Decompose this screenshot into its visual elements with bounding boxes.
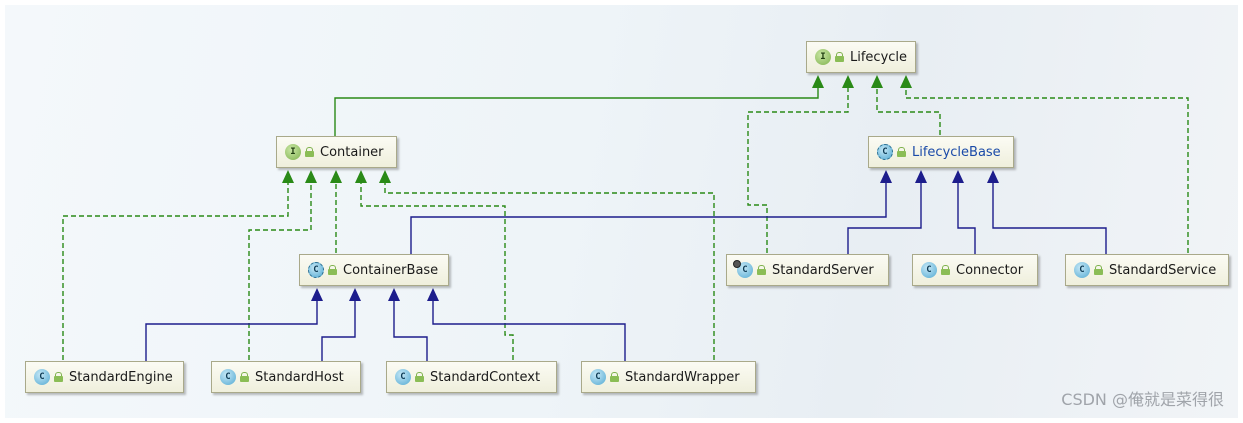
node-container-base[interactable]: C ContainerBase <box>299 254 449 286</box>
abstract-class-icon: C <box>308 262 324 278</box>
class-icon: C <box>34 369 50 385</box>
node-connector[interactable]: C Connector <box>912 254 1038 286</box>
edge-engine-containerbase <box>145 300 318 368</box>
arrowhead-engine-containerbase <box>311 288 323 301</box>
node-standard-service[interactable]: C StandardService <box>1065 254 1229 286</box>
arrowhead-wrapper-container <box>379 170 391 183</box>
node-label: Lifecycle <box>850 49 908 65</box>
edge-host-containerbase <box>321 300 356 368</box>
interface-icon: I <box>815 49 831 65</box>
node-label: Connector <box>956 262 1024 278</box>
connector-layer <box>62 75 1189 368</box>
arrowhead-containerbase-lifecyclebase <box>880 170 892 183</box>
arrowhead-service-lifecyclebase <box>987 170 999 183</box>
node-label: StandardServer <box>772 262 874 278</box>
lock-icon <box>757 265 766 275</box>
arrowhead-host-container <box>305 170 317 183</box>
node-lifecycle[interactable]: I Lifecycle <box>806 41 916 73</box>
edge-connector-lifecyclebase <box>957 182 976 261</box>
edge-lifecyclebase-lifecycle <box>876 87 941 143</box>
abstract-class-icon: C <box>877 144 893 160</box>
arrowhead-lifecyclebase-lifecycle <box>871 75 883 88</box>
node-label: StandardService <box>1109 262 1217 278</box>
arrowhead-container-lifecycle <box>812 75 824 88</box>
node-standard-host[interactable]: C StandardHost <box>211 361 361 393</box>
arrowhead-wrapper-containerbase <box>427 288 439 301</box>
edge-server-lifecyclebase <box>847 182 922 261</box>
lock-icon <box>941 265 950 275</box>
node-standard-wrapper[interactable]: C StandardWrapper <box>581 361 756 393</box>
lock-icon <box>240 372 249 382</box>
node-standard-engine[interactable]: C StandardEngine <box>25 361 184 393</box>
class-icon: C <box>590 369 606 385</box>
watermark: CSDN @俺就是菜得很 <box>1061 390 1224 409</box>
edge-wrapper-containerbase <box>432 300 626 368</box>
edge-context-container <box>360 182 514 368</box>
arrowhead-context-containerbase <box>388 288 400 301</box>
arrowhead-service-lifecycle <box>900 75 912 88</box>
node-standard-context[interactable]: C StandardContext <box>386 361 557 393</box>
class-icon: C <box>220 369 236 385</box>
lock-icon <box>1094 265 1103 275</box>
class-icon: C <box>1074 262 1090 278</box>
node-lifecycle-base[interactable]: C LifecycleBase <box>868 136 1014 168</box>
interface-icon: I <box>285 144 301 160</box>
arrowhead-server-lifecycle <box>842 75 854 88</box>
arrowhead-connector-lifecyclebase <box>952 170 964 183</box>
pin-icon <box>733 260 741 268</box>
node-label: StandardHost <box>255 369 344 385</box>
arrowhead-host-containerbase <box>349 288 361 301</box>
node-label: ContainerBase <box>343 262 439 278</box>
node-label: StandardEngine <box>69 369 173 385</box>
class-icon: C <box>395 369 411 385</box>
edge-engine-container <box>62 182 289 368</box>
class-icon: C <box>737 262 753 278</box>
node-container[interactable]: I Container <box>276 136 397 168</box>
lock-icon <box>415 372 424 382</box>
arrowhead-engine-container <box>282 170 294 183</box>
node-standard-server[interactable]: C StandardServer <box>726 254 889 286</box>
edge-context-containerbase <box>393 300 428 368</box>
arrowhead-containerbase-container <box>330 170 342 183</box>
lock-icon <box>610 372 619 382</box>
node-label: Container <box>320 144 384 160</box>
arrowhead-context-container <box>355 170 367 183</box>
arrowhead-server-lifecyclebase <box>915 170 927 183</box>
diagram-canvas: I Lifecycle I Container C LifecycleBase … <box>5 5 1238 418</box>
lock-icon <box>328 265 337 275</box>
lock-icon <box>305 147 314 157</box>
edge-wrapper-container <box>384 182 715 368</box>
edge-containerbase-lifecyclebase <box>410 182 887 261</box>
node-label: StandardContext <box>430 369 541 385</box>
lock-icon <box>835 52 844 62</box>
edge-host-container <box>248 182 312 368</box>
edge-server-lifecycle <box>747 87 849 261</box>
node-label: StandardWrapper <box>625 369 740 385</box>
lock-icon <box>54 372 63 382</box>
node-label: LifecycleBase <box>912 144 1001 160</box>
edge-service-lifecyclebase <box>992 182 1107 261</box>
edge-service-lifecycle <box>905 87 1189 261</box>
lock-icon <box>897 147 906 157</box>
edge-container-lifecycle <box>334 87 819 143</box>
class-icon: C <box>921 262 937 278</box>
